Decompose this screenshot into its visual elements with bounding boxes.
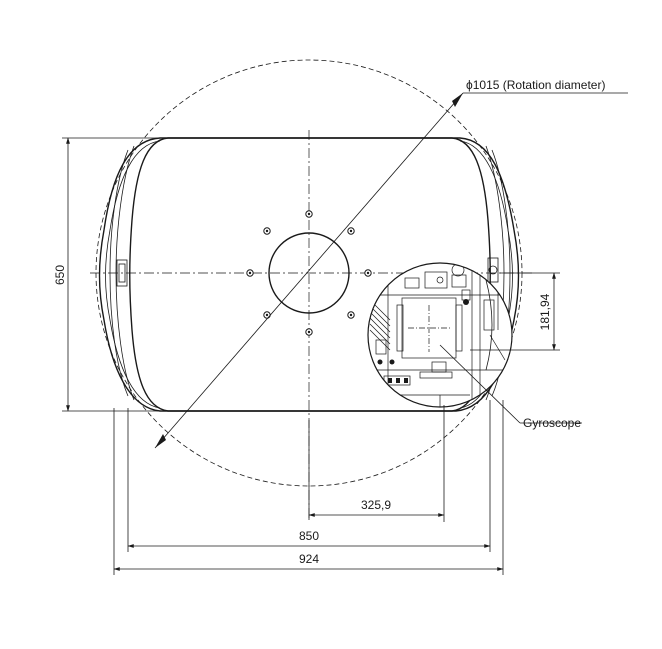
diameter-leader: [154, 92, 464, 449]
dim-924: 924: [299, 552, 319, 566]
shell-contour-2: [105, 140, 161, 409]
gyroscope-leader: [439, 344, 521, 424]
bolt-holes: [246, 210, 372, 336]
dim-650: 650: [53, 265, 67, 285]
dim-850: 850: [299, 529, 319, 543]
right-bracket-knob: [488, 265, 498, 275]
outer-shell: [98, 137, 520, 412]
left-side-strip: [109, 149, 129, 397]
left-side-strip-2: [115, 145, 135, 401]
left-bracket-inner: [118, 263, 126, 283]
cutaway-inset: [367, 262, 513, 408]
left-bracket: [116, 259, 128, 287]
dim-325-9: 325,9: [361, 498, 391, 512]
rotation-diameter-label: ϕ1015 (Rotation diameter): [466, 78, 605, 92]
top-plate: [129, 137, 491, 412]
central-opening: [268, 232, 350, 314]
right-bracket: [487, 257, 499, 283]
gyroscope-label: Gyroscope: [523, 416, 581, 430]
dim-181-94: 181,94: [538, 293, 552, 330]
